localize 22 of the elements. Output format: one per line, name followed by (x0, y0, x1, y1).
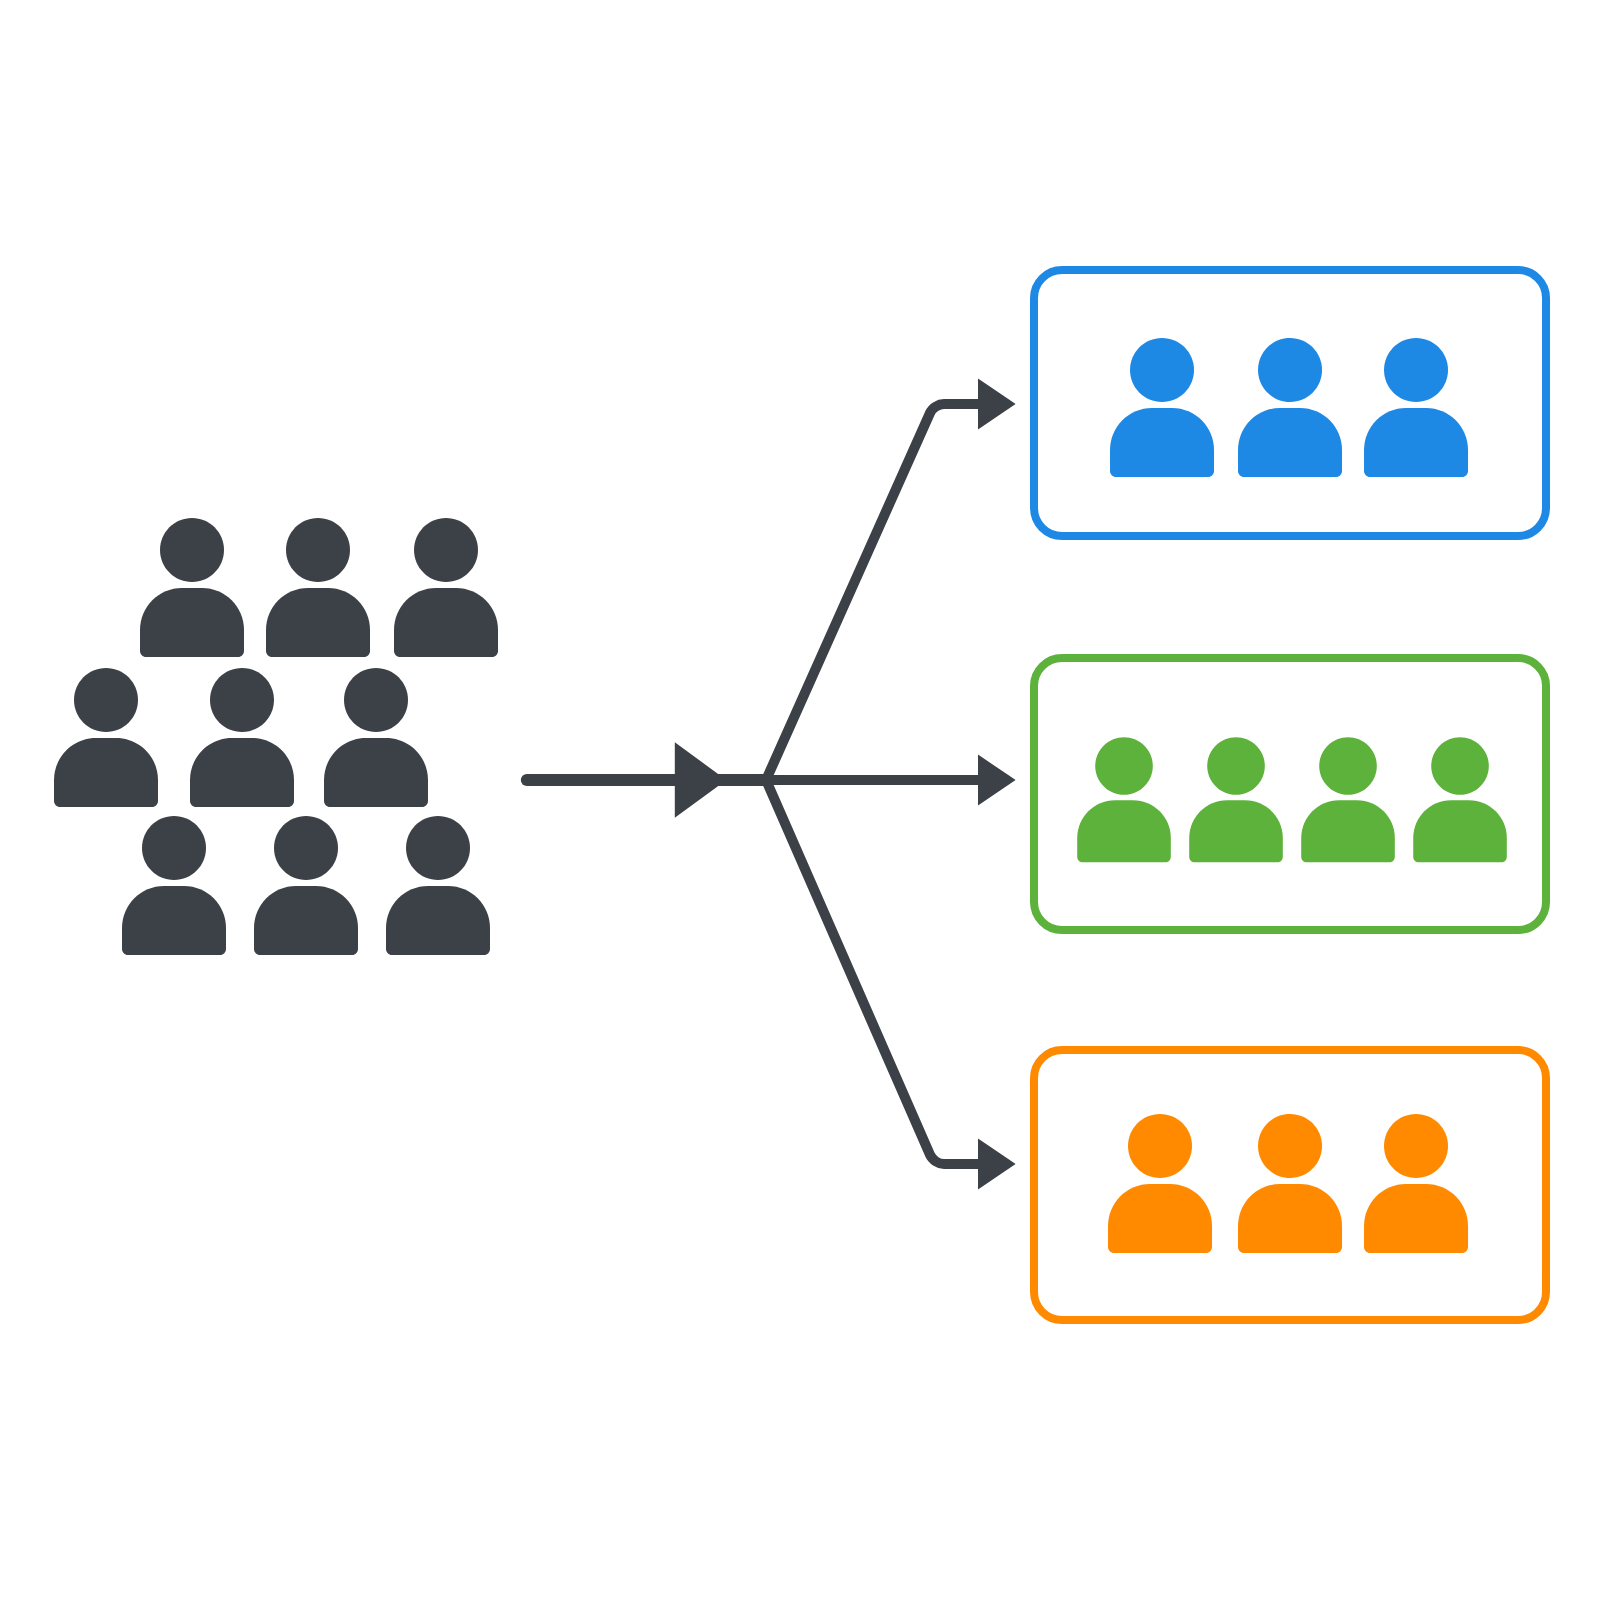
person-icon (1077, 737, 1171, 863)
person-icon (1364, 1114, 1468, 1253)
person-icon (1110, 338, 1214, 477)
person-icon (1189, 737, 1283, 863)
person-icon (1364, 338, 1468, 477)
person-icon (140, 518, 244, 657)
person-icon (1238, 1114, 1342, 1253)
person-icon (324, 668, 428, 807)
person-icon (394, 518, 498, 657)
person-icon (1108, 1114, 1212, 1253)
person-icon (190, 668, 294, 807)
person-icon (386, 816, 490, 955)
group-box (1030, 266, 1550, 540)
group-box (1030, 654, 1550, 934)
person-icon (254, 816, 358, 955)
group-box (1030, 1046, 1550, 1324)
person-icon (1238, 338, 1342, 477)
person-icon (1301, 737, 1395, 863)
person-icon (122, 816, 226, 955)
person-icon (266, 518, 370, 657)
person-icon (1413, 737, 1507, 863)
person-icon (54, 668, 158, 807)
